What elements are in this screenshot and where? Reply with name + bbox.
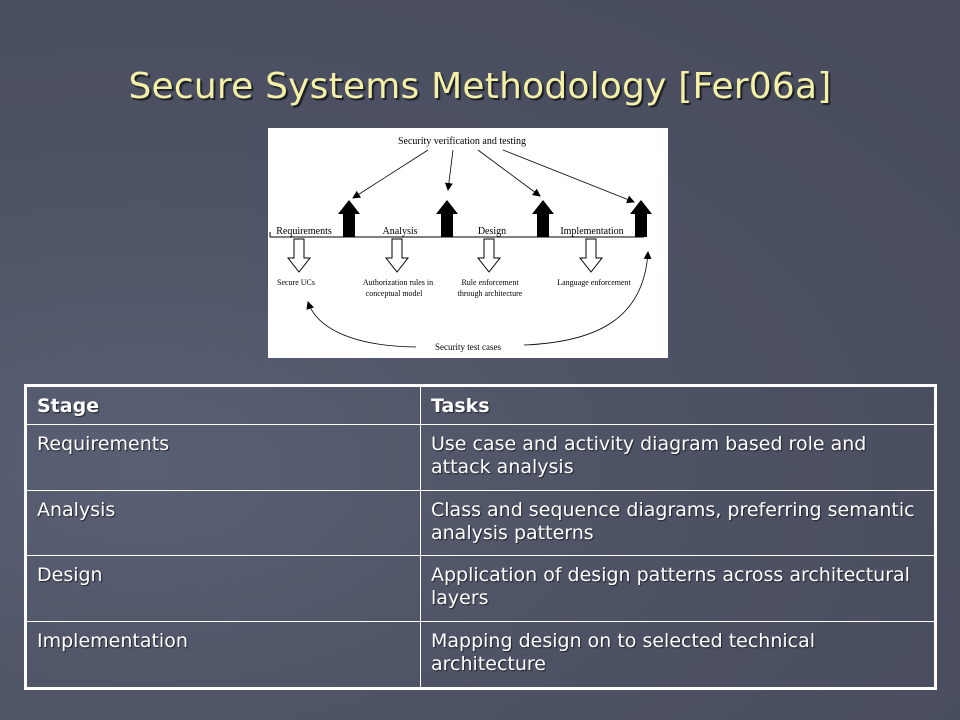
cell-tasks: Application of design patterns across ar… [420, 555, 936, 623]
output-down-arrow-3 [476, 238, 502, 273]
methodology-diagram-svg: Security verification and testing Requir… [268, 128, 668, 358]
output-label-4-line1: Language enforcement [557, 278, 631, 287]
table-row: Design Application of design patterns ac… [25, 555, 936, 623]
stage-label-requirements: Requirements [276, 226, 332, 237]
cell-tasks: Use case and activity diagram based role… [420, 424, 936, 491]
cell-stage: Implementation [25, 621, 421, 689]
diagram-background [268, 128, 668, 358]
header-stage: Stage [25, 385, 421, 425]
verification-up-arrow-4 [630, 200, 652, 237]
output-down-arrow-4 [578, 238, 604, 273]
table-header-row: Stage Tasks [25, 385, 936, 425]
stage-label-analysis: Analysis [383, 226, 418, 237]
test-cases-arrow-left [306, 301, 417, 348]
output-label-1-line1: Secure UCs [277, 278, 315, 287]
table-row: Implementation Mapping design on to sele… [25, 621, 936, 689]
verification-arrow-analysis [444, 149, 454, 191]
verification-arrow-requirements [352, 149, 429, 199]
output-label-3-line1: Rule enforcement [461, 278, 519, 287]
output-label-2-line1: Authorization rules in [363, 278, 433, 287]
stage-label-implementation: Implementation [560, 226, 623, 237]
verification-arrow-implementation [502, 149, 635, 204]
cell-stage: Requirements [25, 424, 421, 491]
output-down-arrow-1 [286, 238, 312, 273]
security-verification-label: Security verification and testing [398, 136, 526, 147]
output-label-3-line2: through architecture [458, 289, 523, 298]
stages-table: Stage Tasks Requirements Use case and ac… [24, 384, 937, 690]
test-cases-arrow-right [523, 251, 652, 346]
verification-up-arrow-1 [338, 200, 360, 237]
verification-up-arrow-3 [532, 200, 554, 237]
security-test-cases-label: Security test cases [435, 342, 501, 352]
output-label-2-line2: conceptual model [366, 289, 423, 298]
table-row: Analysis Class and sequence diagrams, pr… [25, 489, 936, 557]
table-row: Requirements Use case and activity diagr… [25, 424, 936, 491]
verification-up-arrow-2 [436, 200, 458, 237]
cell-tasks: Class and sequence diagrams, preferring … [420, 489, 936, 557]
stage-label-design: Design [478, 226, 506, 237]
output-down-arrow-2 [384, 238, 410, 273]
verification-arrow-design [477, 149, 541, 197]
slide-title: Secure Systems Methodology [Fer06a] [128, 66, 832, 107]
cell-tasks: Mapping design on to selected technical … [420, 621, 936, 689]
header-tasks: Tasks [420, 385, 936, 425]
methodology-diagram: Security verification and testing Requir… [268, 128, 668, 358]
cell-stage: Design [25, 555, 421, 623]
cell-stage: Analysis [25, 489, 421, 557]
